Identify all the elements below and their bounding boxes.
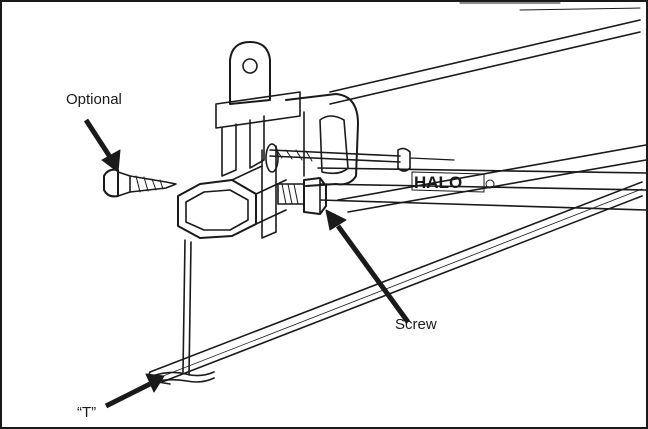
screw-callout-label: Screw [395,316,437,333]
t-bar-rail [148,181,643,385]
svg-text:HALO: HALO [414,173,462,192]
bracket-screw [277,177,327,215]
mounting-nail [269,147,455,172]
optional-screw [103,168,177,198]
callout-arrows [83,118,411,409]
hanger-bar-channel-end [177,165,287,239]
hanger-bar [317,2,647,213]
t-bar-web [151,239,215,383]
t-bar-callout-label: “T” [77,404,97,421]
optional-callout-label: Optional [66,91,122,108]
halo-brand-mark: HALO [411,171,495,193]
mounting-bracket [215,41,359,239]
